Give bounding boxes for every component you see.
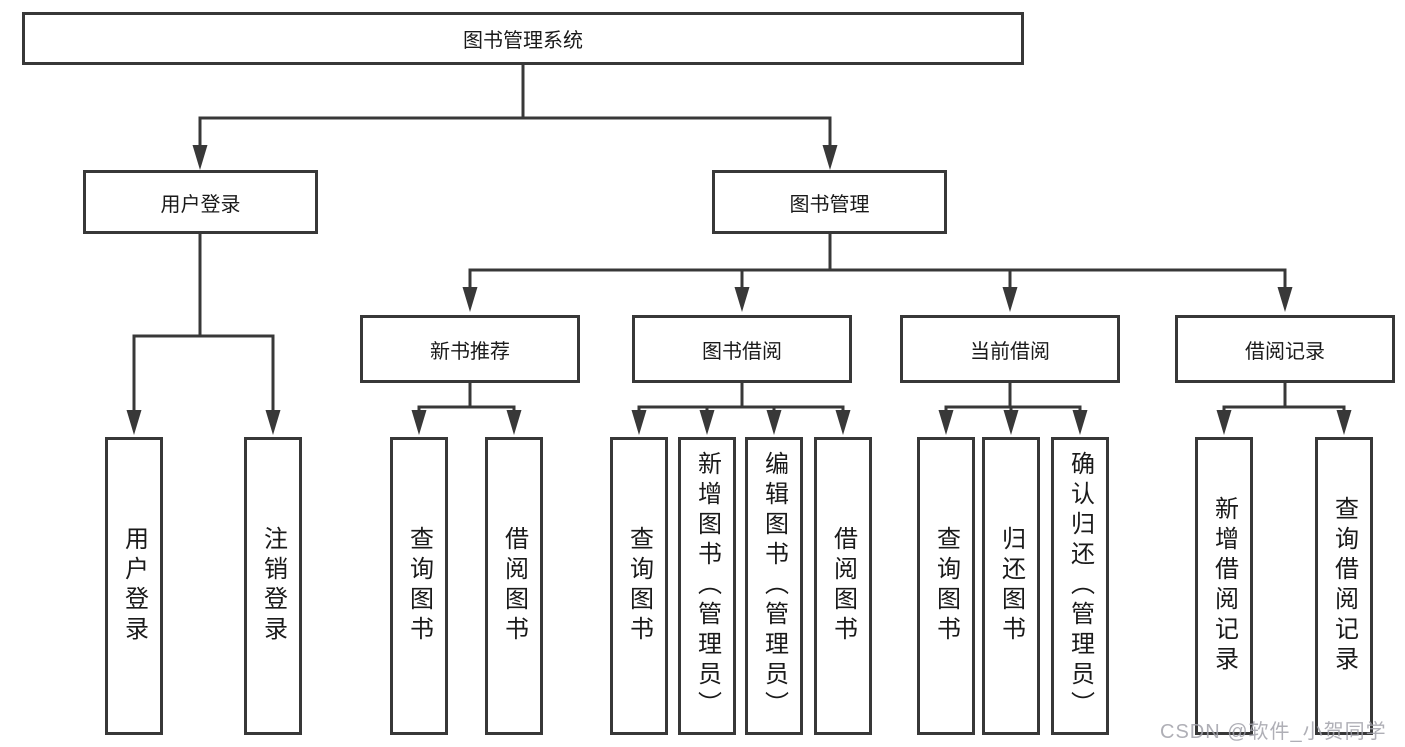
arrowhead-down-icon <box>1216 410 1232 435</box>
node-library-system: 图书管理系统 <box>22 12 1024 65</box>
node-borrow-books-recommend: 借阅图书 <box>485 437 543 735</box>
arrowhead-down-icon <box>734 287 750 312</box>
arrowhead-down-icon <box>192 145 208 170</box>
node-borrow-books-leaf: 借阅图书 <box>814 437 872 735</box>
arrowhead-down-icon <box>265 410 281 435</box>
arrowhead-down-icon <box>126 410 142 435</box>
node-current-borrowing: 当前借阅 <box>900 315 1120 383</box>
node-query-borrow-record: 查询借阅记录 <box>1315 437 1373 735</box>
arrowhead-down-icon <box>411 410 427 435</box>
node-book-management: 图书管理 <box>712 170 947 234</box>
node-borrowing-records: 借阅记录 <box>1175 315 1395 383</box>
arrowhead-down-icon <box>766 410 782 435</box>
node-new-book-recommendation: 新书推荐 <box>360 315 580 383</box>
arrowhead-down-icon <box>1003 410 1019 435</box>
node-add-borrow-record: 新增借阅记录 <box>1195 437 1253 735</box>
node-add-books-admin: 新增图书（管理员） <box>678 437 736 735</box>
node-confirm-return-admin: 确认归还（管理员） <box>1051 437 1109 735</box>
node-edit-books-admin: 编辑图书（管理员） <box>745 437 803 735</box>
node-query-books-recommend: 查询图书 <box>390 437 448 735</box>
arrowhead-down-icon <box>462 287 478 312</box>
node-query-books-borrow: 查询图书 <box>610 437 668 735</box>
csdn-watermark: CSDN @软件_小贺同学 <box>1160 721 1387 743</box>
node-user-login-leaf: 用户登录 <box>105 437 163 735</box>
node-return-books: 归还图书 <box>982 437 1040 735</box>
arrowhead-down-icon <box>631 410 647 435</box>
arrowhead-down-icon <box>506 410 522 435</box>
arrowhead-down-icon <box>938 410 954 435</box>
node-book-borrowing: 图书借阅 <box>632 315 852 383</box>
arrowhead-down-icon <box>835 410 851 435</box>
node-user-login: 用户登录 <box>83 170 318 234</box>
arrowhead-down-icon <box>1277 287 1293 312</box>
node-logout-leaf: 注销登录 <box>244 437 302 735</box>
arrowhead-down-icon <box>1336 410 1352 435</box>
arrowhead-down-icon <box>699 410 715 435</box>
arrowhead-down-icon <box>1002 287 1018 312</box>
arrowhead-down-icon <box>822 145 838 170</box>
arrowhead-down-icon <box>1072 410 1088 435</box>
node-query-books-current: 查询图书 <box>917 437 975 735</box>
